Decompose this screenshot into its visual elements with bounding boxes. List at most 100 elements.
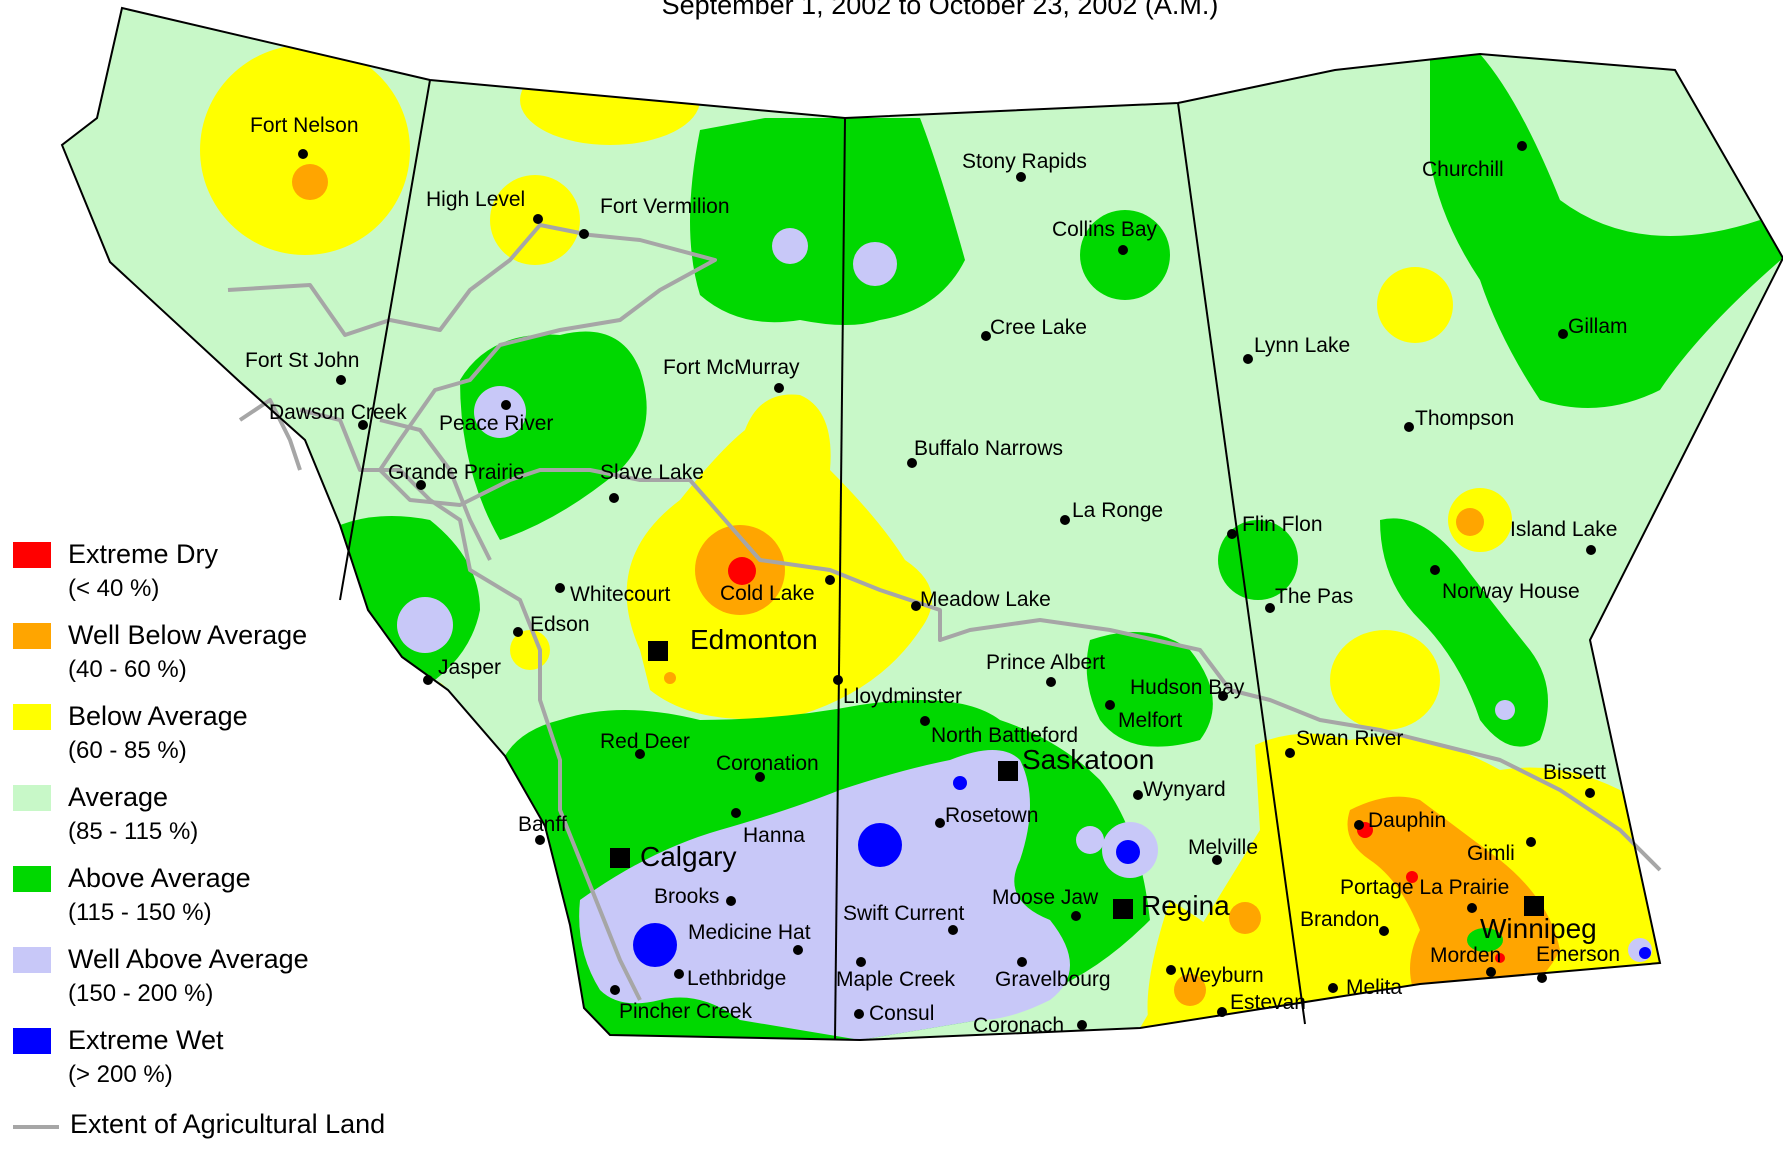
place-marker-high-level bbox=[533, 214, 543, 224]
place-marker-cold-lake bbox=[825, 575, 835, 585]
place-label-island-lake: Island Lake bbox=[1510, 518, 1617, 541]
place-label-north-battleford: North Battleford bbox=[931, 724, 1078, 747]
ag-land-line-icon bbox=[13, 1125, 59, 1129]
place-label-portage-la-prairie: Portage La Prairie bbox=[1340, 876, 1509, 899]
city-label-regina: Regina bbox=[1141, 890, 1230, 921]
city-marker-saskatoon bbox=[998, 761, 1018, 781]
provincial-borders bbox=[60, 6, 1783, 1042]
legend-item: Well Below Average(40 - 60 %) bbox=[10, 620, 390, 704]
place-label-gravelbourg: Gravelbourg bbox=[995, 968, 1111, 991]
place-marker-swift-current bbox=[948, 925, 958, 935]
place-label-coronation: Coronation bbox=[716, 752, 819, 775]
place-marker-coronach bbox=[1077, 1020, 1087, 1030]
legend-item: Well Above Average(150 - 200 %) bbox=[10, 944, 390, 1028]
place-marker-fort-nelson bbox=[298, 149, 308, 159]
place-marker-lynn-lake bbox=[1243, 354, 1253, 364]
place-label-lloydminster: Lloydminster bbox=[843, 685, 962, 708]
city-marker-edmonton bbox=[648, 641, 668, 661]
place-marker-north-battleford bbox=[920, 716, 930, 726]
place-label-lynn-lake: Lynn Lake bbox=[1254, 334, 1350, 357]
place-label-moose-jaw: Moose Jaw bbox=[992, 886, 1099, 909]
place-label-flin-flon: Flin Flon bbox=[1242, 513, 1323, 536]
place-label-banff: Banff bbox=[518, 813, 567, 836]
legend-item: Above Average(115 - 150 %) bbox=[10, 863, 390, 947]
place-label-hudson-bay: Hudson Bay bbox=[1130, 676, 1245, 699]
place-label-wynyard: Wynyard bbox=[1143, 778, 1226, 801]
place-marker-dawson-creek bbox=[358, 420, 368, 430]
place-label-peace-river: Peace River bbox=[439, 412, 553, 435]
legend-range: (60 - 85 %) bbox=[68, 737, 187, 764]
legend-swatch bbox=[13, 623, 51, 649]
place-marker-lethbridge bbox=[674, 969, 684, 979]
legend-item: Average (85 - 115 %) bbox=[10, 782, 390, 866]
legend-swatch bbox=[13, 1028, 51, 1054]
place-label-cold-lake: Cold Lake bbox=[720, 582, 815, 605]
place-marker-brooks bbox=[726, 896, 736, 906]
place-marker-wynyard bbox=[1133, 790, 1143, 800]
place-label-bissett: Bissett bbox=[1543, 761, 1606, 784]
place-label-slave-lake: Slave Lake bbox=[600, 461, 704, 484]
place-marker-weyburn bbox=[1166, 965, 1176, 975]
place-label-thompson: Thompson bbox=[1415, 407, 1514, 430]
place-label-gillam: Gillam bbox=[1568, 315, 1628, 338]
legend-range: (85 - 115 %) bbox=[68, 818, 199, 845]
city-marker-calgary bbox=[610, 848, 630, 868]
place-marker-banff bbox=[535, 835, 545, 845]
place-marker-stony-rapids bbox=[1016, 172, 1026, 182]
place-marker-melita bbox=[1328, 983, 1338, 993]
legend-label: Well Above Average bbox=[68, 944, 309, 974]
place-marker-brandon bbox=[1379, 926, 1389, 936]
place-marker-emerson bbox=[1537, 973, 1547, 983]
legend-swatch bbox=[13, 866, 51, 892]
legend-label: Well Below Average bbox=[68, 620, 308, 650]
place-marker-coronation bbox=[755, 772, 765, 782]
map-title: September 1, 2002 to October 23, 2002 (A… bbox=[661, 0, 1219, 20]
place-label-cree-lake: Cree Lake bbox=[990, 316, 1087, 339]
place-label-grande-prairie: Grande Prairie bbox=[388, 461, 525, 484]
place-label-melfort: Melfort bbox=[1118, 709, 1182, 732]
place-marker-meadow-lake bbox=[911, 601, 921, 611]
legend-range: (< 40 %) bbox=[68, 575, 160, 602]
place-label-coronach: Coronach bbox=[973, 1014, 1064, 1037]
city-marker-winnipeg bbox=[1524, 896, 1544, 916]
place-label-collins-bay: Collins Bay bbox=[1052, 218, 1158, 241]
place-label-swift-current: Swift Current bbox=[843, 902, 965, 925]
city-label-saskatoon: Saskatoon bbox=[1022, 744, 1154, 775]
place-marker-swan-river bbox=[1285, 748, 1295, 758]
legend-ag-land: Extent of Agricultural Land bbox=[10, 1109, 390, 1149]
legend-label: Extreme Dry bbox=[68, 539, 219, 569]
place-label-high-level: High Level bbox=[426, 188, 525, 211]
city-label-winnipeg: Winnipeg bbox=[1480, 913, 1597, 944]
place-label-melville: Melville bbox=[1188, 836, 1258, 859]
place-marker-fort-st-john bbox=[336, 375, 346, 385]
place-label-weyburn: Weyburn bbox=[1180, 964, 1264, 987]
place-label-whitecourt: Whitecourt bbox=[570, 583, 671, 606]
place-label-stony-rapids: Stony Rapids bbox=[962, 150, 1087, 173]
place-label-meadow-lake: Meadow Lake bbox=[920, 588, 1051, 611]
place-label-morden: Morden bbox=[1430, 944, 1501, 967]
place-marker-churchill bbox=[1517, 141, 1527, 151]
agricultural-land-boundary bbox=[227, 223, 1662, 1001]
city-label-edmonton: Edmonton bbox=[690, 624, 818, 655]
place-label-estevan: Estevan bbox=[1230, 991, 1306, 1014]
place-marker-dauphin bbox=[1354, 820, 1364, 830]
place-label-norway-house: Norway House bbox=[1442, 580, 1580, 603]
legend-label: Average bbox=[68, 782, 169, 812]
place-label-lethbridge: Lethbridge bbox=[687, 967, 786, 990]
legend-item: Extreme Wet(> 200 %) bbox=[10, 1025, 390, 1109]
legend-label: Above Average bbox=[68, 863, 251, 893]
place-marker-fort-vermilion bbox=[579, 229, 589, 239]
place-marker-island-lake bbox=[1586, 545, 1596, 555]
place-marker-grande-prairie bbox=[416, 480, 426, 490]
place-label-la-ronge: La Ronge bbox=[1072, 499, 1163, 522]
place-marker-morden bbox=[1486, 967, 1496, 977]
place-label-brooks: Brooks bbox=[654, 885, 719, 908]
legend-item: Below Average(60 - 85 %) bbox=[10, 701, 390, 785]
place-marker-cree-lake bbox=[981, 331, 991, 341]
place-marker-bissett bbox=[1585, 788, 1595, 798]
place-marker-jasper bbox=[423, 675, 433, 685]
place-marker-buffalo-narrows bbox=[907, 458, 917, 468]
